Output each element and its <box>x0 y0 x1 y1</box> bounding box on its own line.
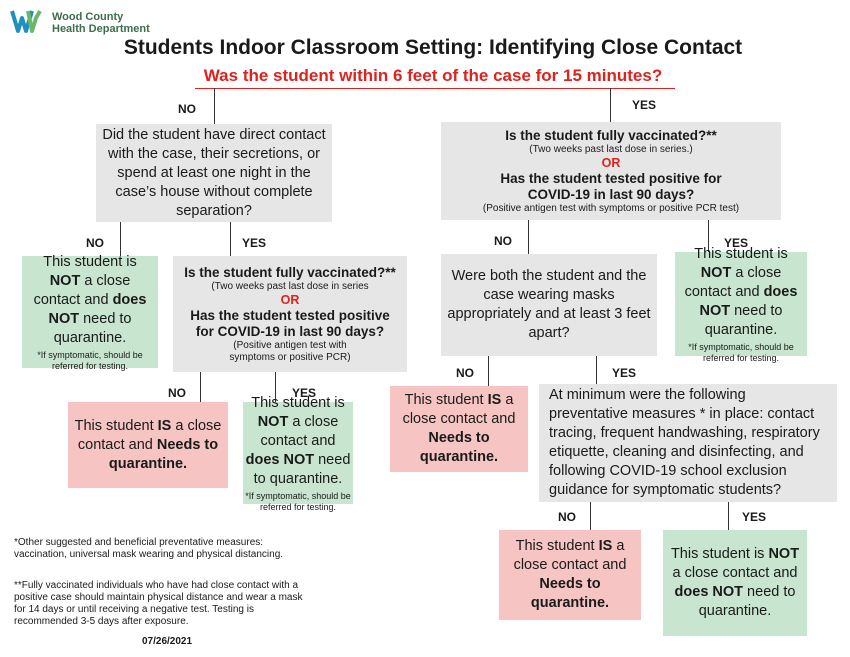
q-vacc-right-line4: (Positive antigen test with symptoms or … <box>482 202 740 214</box>
q-vacc-right-line3: Has the student tested positive for COVI… <box>500 170 722 202</box>
page-title: Students Indoor Classroom Setting: Ident… <box>123 36 743 59</box>
outcome-text: This student is NOT a close contact and … <box>670 546 800 619</box>
question-masks: Were both the student and the case weari… <box>441 254 657 356</box>
outcome-not-close-contact: This student is NOT a close contact and … <box>243 395 353 512</box>
logo: Wood County Health Department <box>10 8 150 36</box>
label-no: NO <box>558 510 576 524</box>
outcome-text: This student is NOT a close contact and … <box>245 394 351 487</box>
q-vacc-left-line3: Has the student tested positive for COVI… <box>190 307 390 339</box>
label-yes: YES <box>724 236 749 250</box>
connector <box>230 222 231 256</box>
connector <box>590 502 591 530</box>
connector <box>120 222 121 256</box>
question-measures-text: At minimum were the following preventati… <box>549 387 820 498</box>
label-no: NO <box>168 386 186 400</box>
connector <box>214 88 215 124</box>
connector <box>488 356 489 386</box>
outcome-is-close-contact: This student IS a close contact and Need… <box>390 386 528 472</box>
outcome-note: *If symptomatic, should be referred for … <box>37 349 143 371</box>
wood-county-logo-icon <box>10 10 42 33</box>
question-preventative-measures: At minimum were the following preventati… <box>539 384 837 502</box>
or-label: OR <box>601 155 621 170</box>
footnote-vaccinated: **Fully vaccinated individuals who have … <box>14 580 303 627</box>
label-yes: YES <box>242 236 267 250</box>
q-vacc-right-line1: Is the student fully vaccinated?** <box>505 127 717 143</box>
page-subtitle: Was the student within 6 feet of the cas… <box>203 66 663 85</box>
connector <box>275 372 276 402</box>
q-vacc-left-line2: (Two weeks past last dose in series <box>211 280 369 292</box>
outcome-text: This student IS a close contact and Need… <box>513 538 627 611</box>
outcome-note: *If symptomatic, should be referred for … <box>688 341 794 363</box>
question-direct-contact-text: Did the student have direct contact with… <box>102 126 326 219</box>
or-label: OR <box>280 292 300 307</box>
label-no: NO <box>494 234 512 248</box>
label-yes: YES <box>612 366 637 380</box>
question-vaccinated-left: Is the student fully vaccinated?** (Two … <box>173 256 407 372</box>
label-no: NO <box>178 102 196 116</box>
label-no: NO <box>86 236 104 250</box>
footnote-preventative: *Other suggested and beneficial preventa… <box>14 537 284 560</box>
outcome-not-close-contact: This student is NOT a close contact and … <box>675 246 807 363</box>
outcome-text: This student IS a close contact and Need… <box>402 392 516 465</box>
q-vacc-left-line1: Is the student fully vaccinated?** <box>184 264 396 280</box>
label-yes: YES <box>292 386 317 400</box>
connector <box>610 88 611 122</box>
outcome-text: This student is NOT a close contact and … <box>33 253 147 346</box>
outcome-is-close-contact: This student IS a close contact and Need… <box>499 530 641 620</box>
connector <box>200 372 201 402</box>
question-masks-text: Were both the student and the case weari… <box>447 268 651 341</box>
outcome-not-close-contact: This student is NOT a close contact and … <box>663 530 807 636</box>
date-label: 07/26/2021 <box>142 636 193 647</box>
q-vacc-left-line4: (Positive antigen test with symptoms or … <box>229 339 351 363</box>
logo-line1: Wood County <box>52 11 124 23</box>
subtitle-underline <box>195 88 675 89</box>
outcome-text: This student is NOT a close contact and … <box>684 245 798 338</box>
label-yes: YES <box>632 98 657 112</box>
logo-line2: Health Department <box>52 23 150 35</box>
connector <box>728 502 729 530</box>
connector <box>528 220 529 254</box>
outcome-text: This student IS a close contact and Need… <box>74 417 222 472</box>
label-no: NO <box>456 366 474 380</box>
question-direct-contact: Did the student have direct contact with… <box>96 124 332 222</box>
question-vaccinated-right: Is the student fully vaccinated?** (Two … <box>441 122 781 220</box>
connector <box>596 356 597 384</box>
outcome-not-close-contact: This student is NOT a close contact and … <box>22 253 158 371</box>
outcome-is-close-contact: This student IS a close contact and Need… <box>68 402 228 488</box>
outcome-note: *If symptomatic, should be referred for … <box>245 490 351 512</box>
label-yes: YES <box>742 510 767 524</box>
q-vacc-right-line2: (Two weeks past last dose in series.) <box>529 143 693 155</box>
connector <box>708 220 709 252</box>
